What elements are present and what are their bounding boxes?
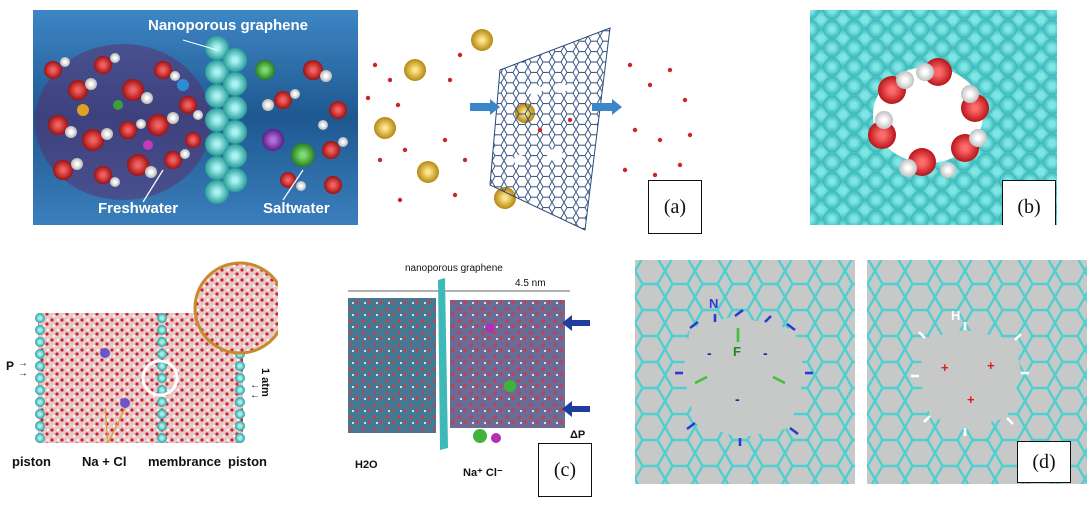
freshwater-label: Freshwater [98,200,178,217]
minus-charge-3: - [735,391,740,407]
pore-right [919,330,1021,428]
water-ring [868,58,989,178]
nanoporous-graphene-title: Nanoporous graphene [148,17,308,34]
pore-illustration [810,10,1057,225]
panel-b-image: (b) [810,10,1057,225]
pore-highlight [141,359,179,397]
left-piston [35,313,45,443]
panel-a-sheet-image: (a) [360,10,705,235]
svg-text:→: → [18,358,28,369]
saltwater-molecules [255,60,348,194]
pressure-arrow-top [562,315,590,331]
pore-left [683,316,805,438]
panel-label-a: (a) [648,180,702,234]
minus-charge-2: - [763,345,768,361]
dimension-label: 4.5 nm [515,278,546,289]
pressure-illustration: nanoporous graphene 4.5 nm ΔP H2O Na⁺ Cl… [348,263,590,479]
membrane-sheet [438,278,448,450]
piston-left-label: piston [12,454,51,469]
saltwater-label: Saltwater [263,200,330,217]
nanoporous-graphene-c-title: nanoporous graphene [405,263,503,274]
minus-charge-1: - [707,345,712,361]
nitrogen-label: N [709,296,718,311]
panel-piston-image: P → → ← ← 1 atm piston Na + Cl membrance… [0,258,278,478]
piston-illustration: P → → ← ← 1 atm piston Na + Cl membrance… [6,261,278,469]
nitrogen-atoms [675,308,813,446]
plus-charge-3: + [967,392,975,407]
pressure-p-label: P [6,359,14,373]
membrane-label: membrance [148,454,221,469]
salt-ion [471,29,493,51]
panel-c-image: nanoporous graphene 4.5 nm ΔP H2O Na⁺ Cl… [300,258,595,498]
svg-text:→: → [18,368,28,379]
zoom-circle [193,261,278,355]
freshwater-molecules [35,44,211,200]
panel-label-b: (b) [1002,180,1056,225]
panel-a-left-image: Nanoporous graphene Freshwater Saltwater [33,10,358,225]
graphene-membrane-column [205,36,247,204]
panel-d-image: N F - - - H + + + (d) [635,258,1087,486]
graphene-sheet [489,27,611,231]
one-atm-label: 1 atm [259,368,271,397]
flow-arrow-left [470,99,500,115]
plus-charge-1: + [941,360,949,375]
hydrogen-label: H [951,308,960,323]
fluorine-label: F [733,344,741,359]
fluorine-atoms [694,328,786,385]
panel-label-d: (d) [1017,441,1071,483]
tube-illustration: Nanoporous graphene Freshwater Saltwater [33,10,358,225]
hydrogen-atoms [911,322,1029,436]
sheet-illustration [365,27,693,231]
delta-p-label: ΔP [570,429,585,441]
salt-ion [404,59,426,81]
ions-c-label: Na⁺ Cl⁻ [463,467,503,479]
ions-label: Na + Cl [82,454,126,469]
salt-ion [374,117,396,139]
pressure-arrow-bottom [562,401,590,417]
salt-ion [417,161,439,183]
membrane-column [157,313,167,443]
panel-label-c: (c) [538,443,592,497]
piston-right-label: piston [228,454,267,469]
h2o-label: H2O [355,459,378,471]
svg-text:←: ← [250,380,260,391]
water-molecules [365,52,693,203]
flow-arrow-right [592,99,622,115]
plus-charge-2: + [987,358,995,373]
svg-text:←: ← [250,390,260,401]
